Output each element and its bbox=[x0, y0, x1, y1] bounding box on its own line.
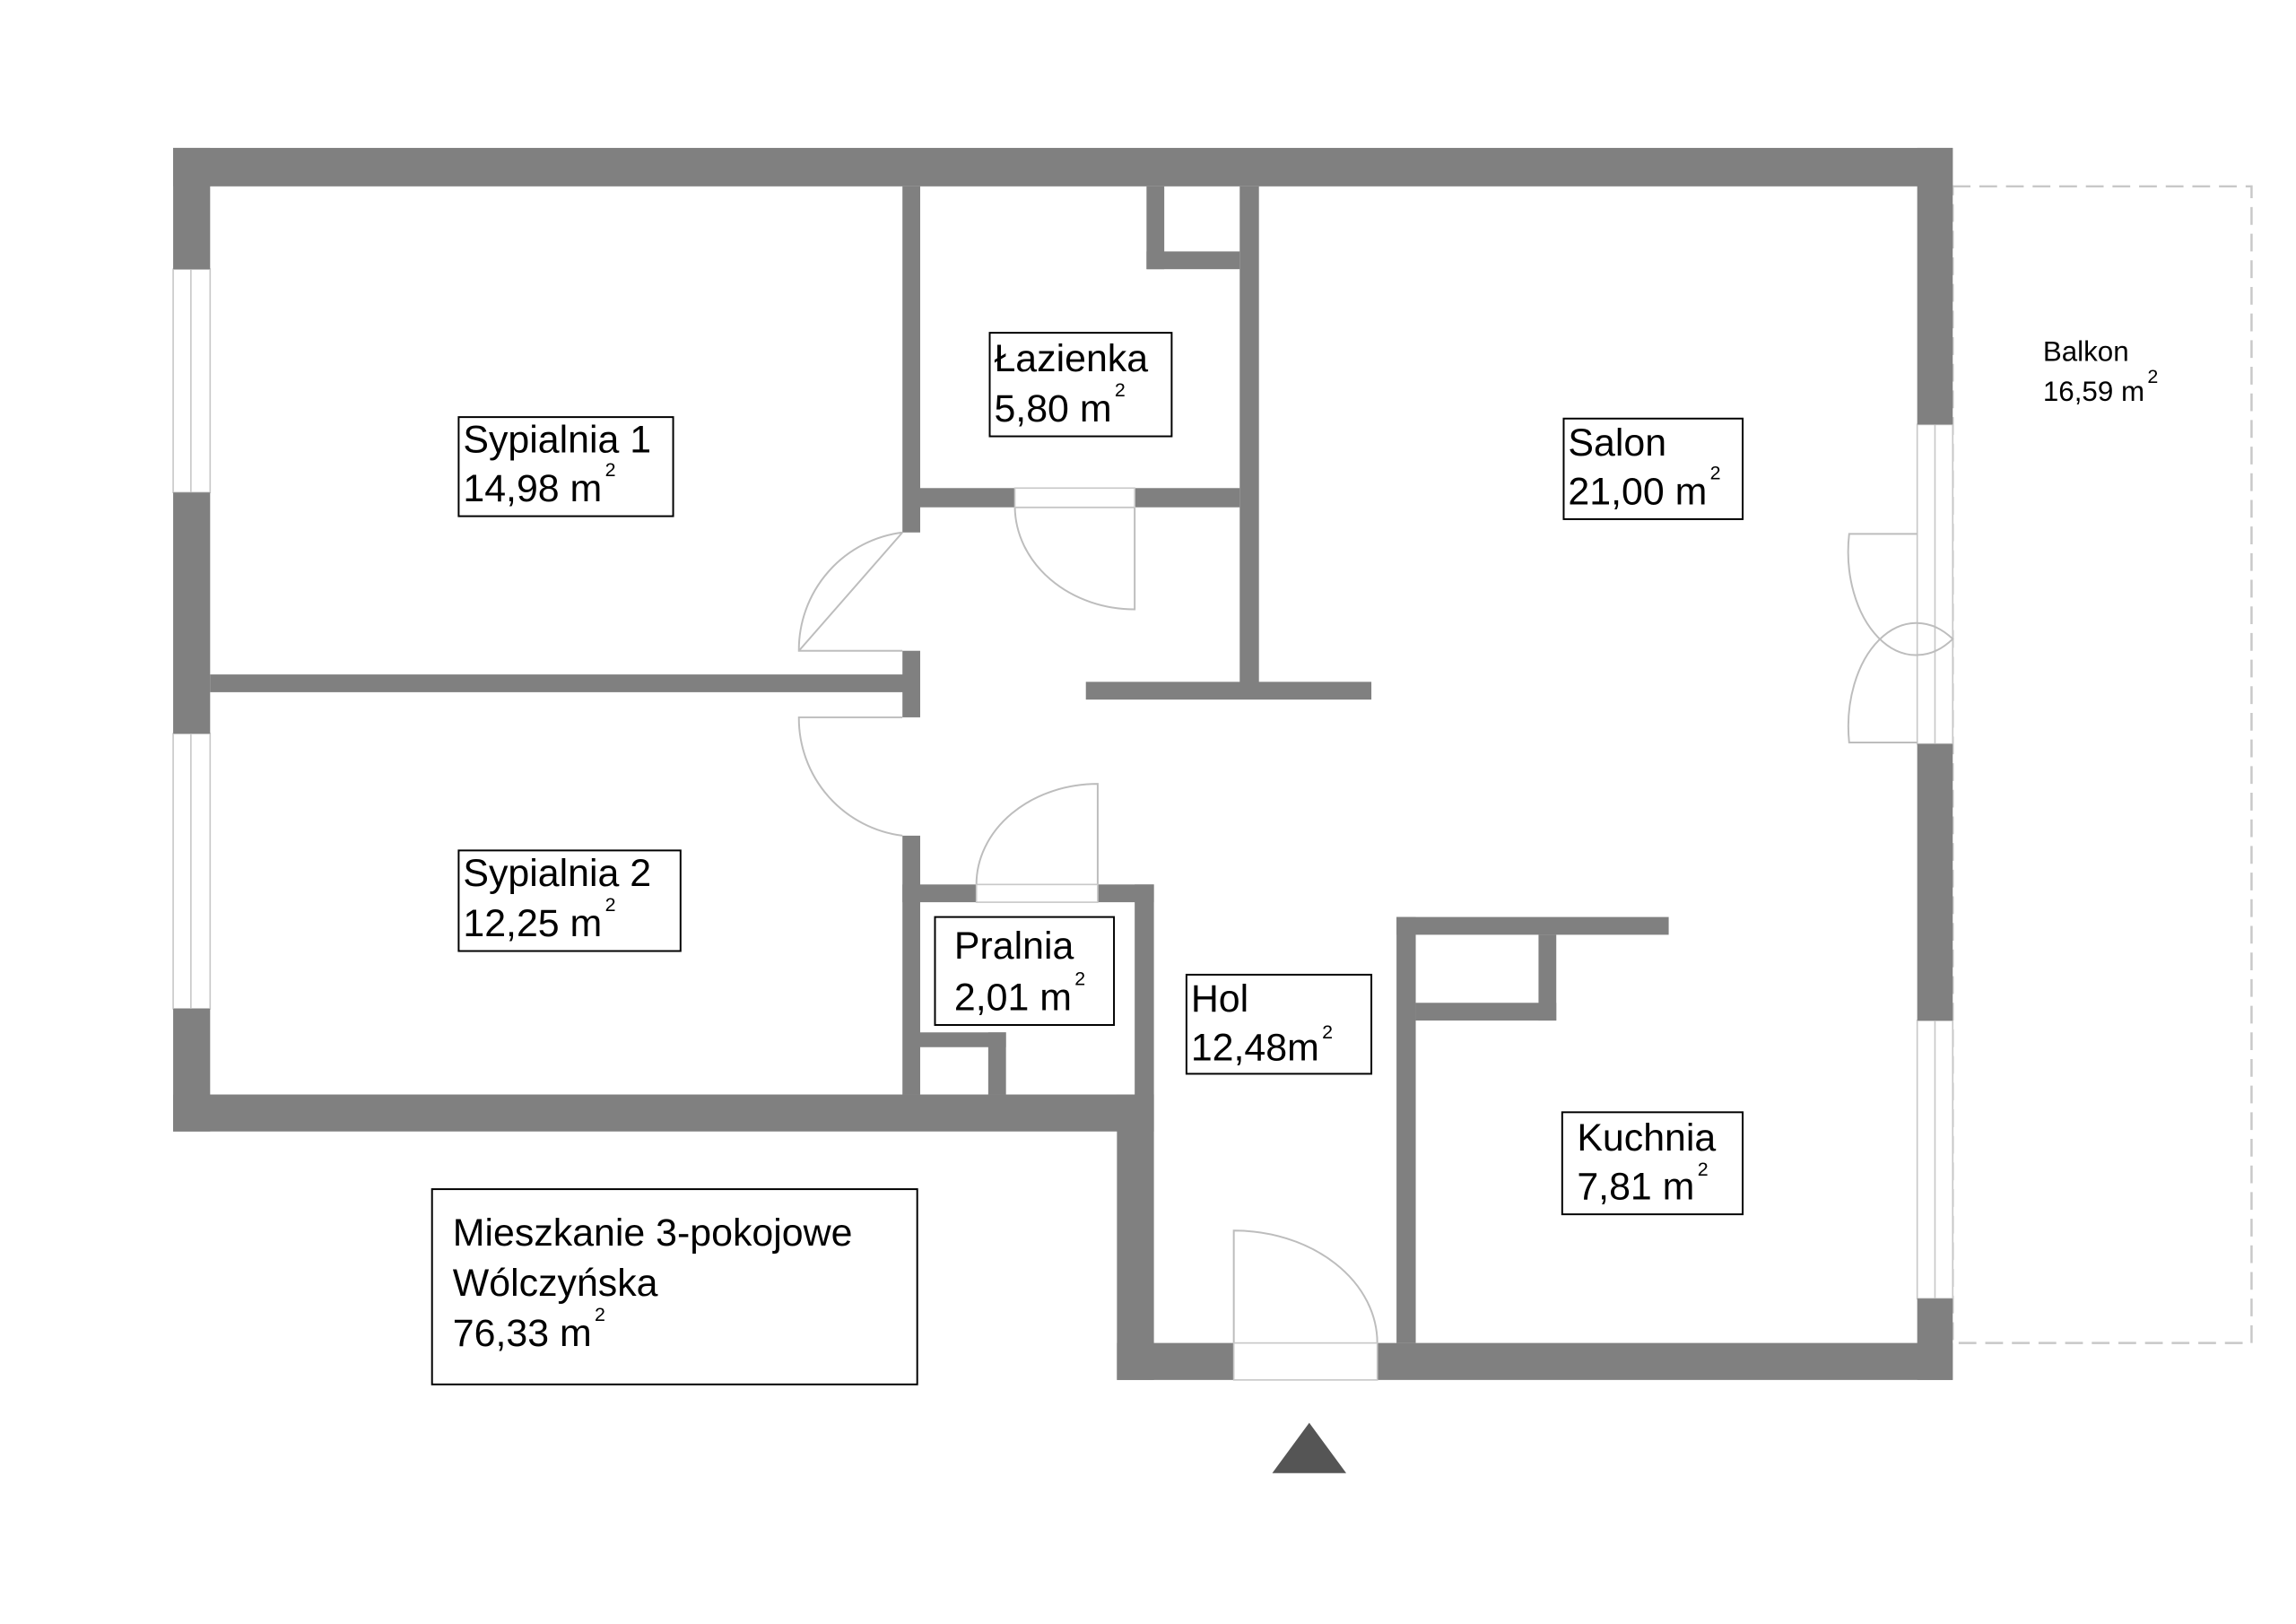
unit-superscript: 2 bbox=[605, 894, 616, 916]
room-area: 14,98 m bbox=[463, 467, 602, 510]
room-area: 21,00 m bbox=[1568, 470, 1707, 513]
room-area: 7,81 m bbox=[1577, 1166, 1694, 1209]
room-name: Kuchnia bbox=[1577, 1116, 1716, 1159]
room-label-sypialnia-1: Sypialnia 1 14,98 m 2 bbox=[457, 416, 674, 517]
room-name: Pralnia bbox=[954, 925, 1074, 968]
unit-superscript: 2 bbox=[2147, 366, 2158, 387]
unit-superscript: 2 bbox=[1074, 968, 1085, 989]
apartment-type: Mieszkanie 3-pokojowe bbox=[453, 1211, 853, 1255]
room-label-lazienka: Łazienka 5,80 m 2 bbox=[988, 332, 1173, 438]
room-label-salon: Salon 21,00 m 2 bbox=[1562, 417, 1744, 520]
room-label-hol: Hol 12,48m 2 bbox=[1185, 973, 1373, 1075]
room-label-pralnia: Pralnia 2,01 m 2 bbox=[934, 916, 1116, 1026]
room-area: 16,59 m bbox=[2043, 376, 2144, 407]
doors bbox=[797, 487, 1954, 1381]
room-label-kuchnia: Kuchnia 7,81 m 2 bbox=[1561, 1111, 1744, 1216]
room-name: Salon bbox=[1568, 421, 1666, 465]
room-name: Balkon bbox=[2043, 335, 2129, 367]
walls bbox=[173, 147, 1953, 1380]
room-label-sypialnia-2: Sypialnia 2 12,25 m 2 bbox=[457, 849, 682, 952]
apartment-summary: Mieszkanie 3-pokojowe Wólczyńska 76,33 m… bbox=[430, 1188, 918, 1385]
street-name: Wólczyńska bbox=[453, 1262, 658, 1305]
room-area: 2,01 m bbox=[954, 977, 1072, 1020]
room-name: Sypialnia 1 bbox=[463, 419, 651, 462]
unit-superscript: 2 bbox=[595, 1304, 605, 1325]
room-label-balkon: Balkon 16,59 m 2 bbox=[2043, 335, 2158, 407]
room-name: Łazienka bbox=[994, 337, 1148, 380]
room-area: 5,80 m bbox=[994, 387, 1111, 430]
unit-superscript: 2 bbox=[1710, 462, 1721, 483]
room-area: 12,48m bbox=[1191, 1027, 1319, 1070]
unit-superscript: 2 bbox=[605, 459, 616, 481]
room-name: Sypialnia 2 bbox=[463, 852, 651, 895]
room-area: 12,25 m bbox=[463, 902, 602, 945]
unit-superscript: 2 bbox=[1698, 1159, 1709, 1180]
unit-superscript: 2 bbox=[1322, 1021, 1333, 1043]
unit-superscript: 2 bbox=[1115, 379, 1126, 401]
room-name: Hol bbox=[1191, 977, 1248, 1020]
total-area: 76,33 m bbox=[453, 1312, 592, 1355]
entrance-triangle-icon bbox=[1272, 1422, 1347, 1473]
